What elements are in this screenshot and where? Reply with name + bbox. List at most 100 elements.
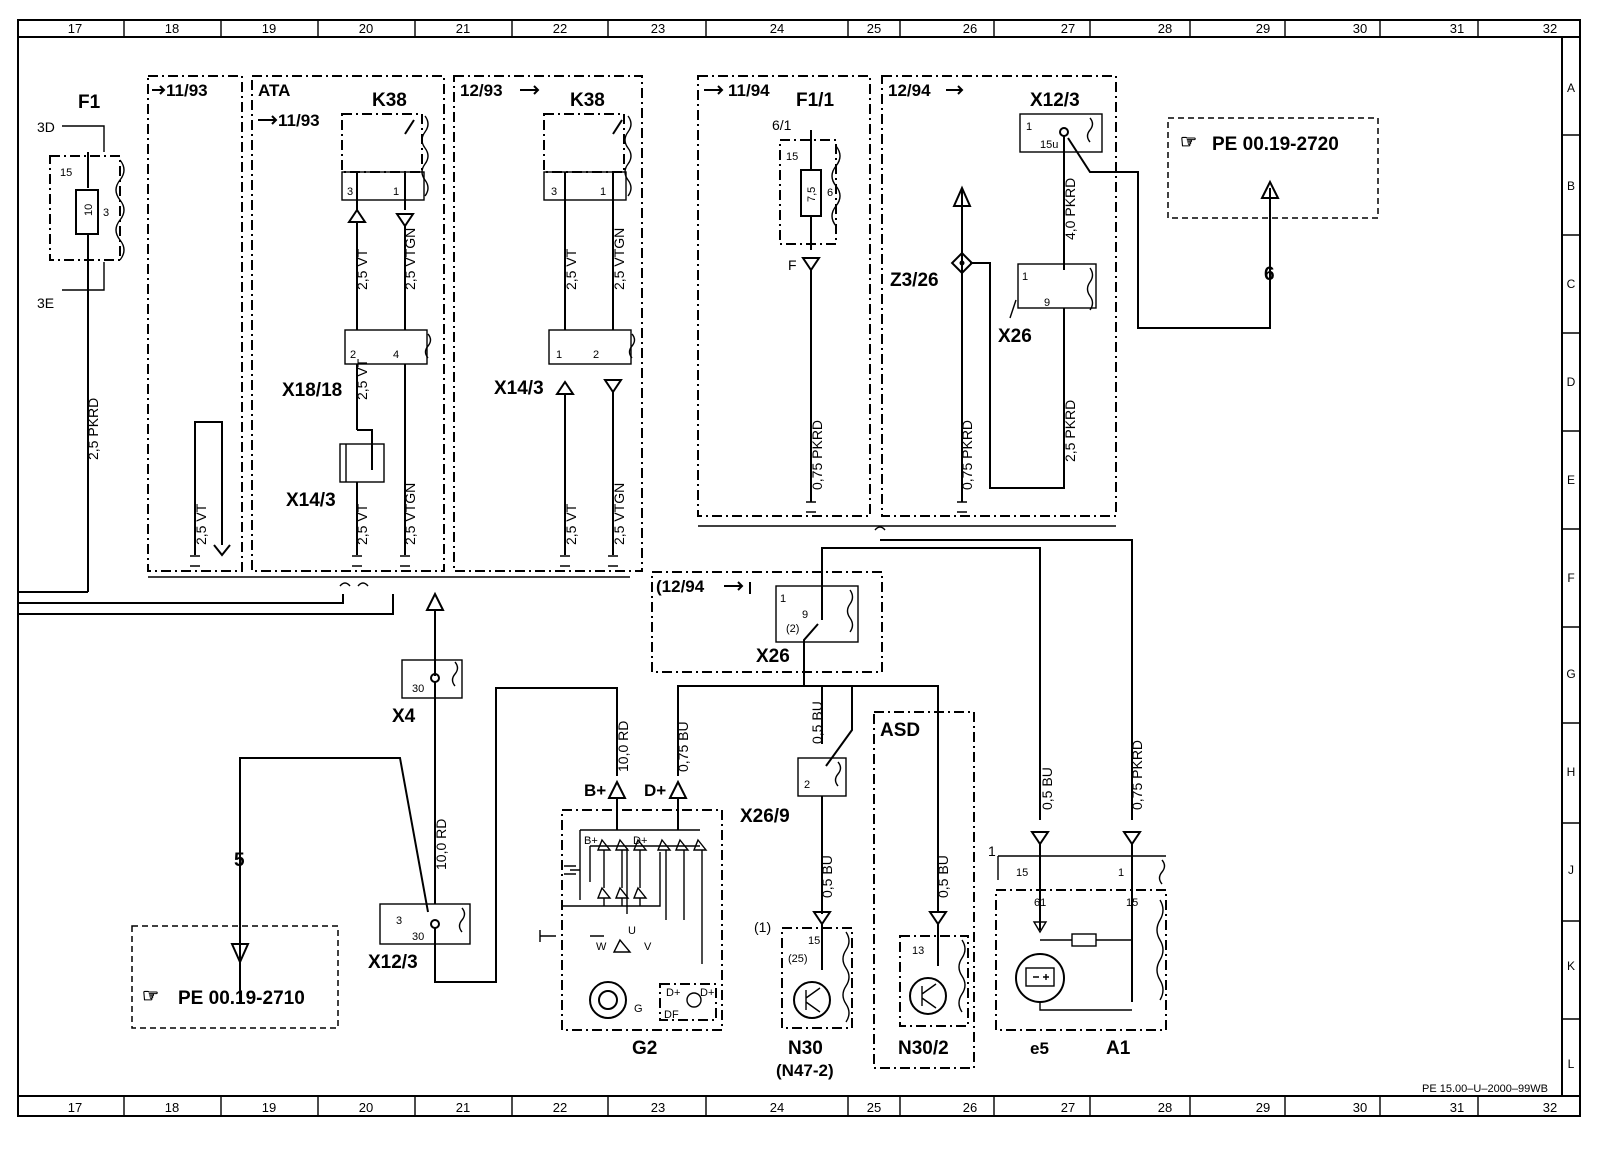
k38a-pin-3: 3 bbox=[347, 186, 353, 198]
wire-w12: 0,75 PKRD bbox=[959, 420, 975, 490]
row-c: C bbox=[1567, 277, 1576, 291]
col-27-bottom: 27 bbox=[1061, 1100, 1075, 1115]
a1-pin-15a: 15 bbox=[1016, 867, 1028, 879]
hand-icon-2: ☞ bbox=[142, 986, 159, 1007]
x12-3-b-pin-30: 30 bbox=[412, 931, 424, 943]
n30-2-pin-13: 13 bbox=[912, 945, 924, 957]
column-labels-bottom: 17 18 19 20 21 22 23 24 25 26 27 28 29 3… bbox=[68, 1100, 1557, 1115]
wire-w1: 2,5 VT bbox=[193, 503, 209, 545]
x4-pin-30: 30 bbox=[412, 683, 424, 695]
x18-pin-4: 4 bbox=[393, 349, 399, 361]
bus-lines bbox=[18, 576, 630, 615]
box6-date: (12/94 bbox=[656, 577, 705, 596]
row-h: H bbox=[1567, 765, 1576, 779]
wire-w11: 0,75 PKRD bbox=[809, 420, 825, 490]
box4-date: 11/94 bbox=[728, 81, 770, 100]
col-23-bottom: 23 bbox=[651, 1100, 665, 1115]
wire-f1-label: 2,5 PKRD bbox=[85, 398, 101, 460]
n30-2-label: N30/2 bbox=[898, 1038, 949, 1059]
n30-pin-15: 15 bbox=[808, 935, 820, 947]
col-18: 18 bbox=[165, 21, 179, 36]
col-32: 32 bbox=[1543, 21, 1557, 36]
g2-d1: D+ bbox=[666, 987, 680, 999]
row-j: J bbox=[1568, 863, 1574, 877]
k38-b-label: K38 bbox=[570, 90, 605, 111]
row-labels: A B C D E F G H J K L bbox=[1566, 81, 1575, 1071]
wire-w22: 0,75 PKRD bbox=[1129, 740, 1145, 810]
box-12-94-x26: (12/94 1 9 (2) X26 bbox=[651, 547, 1041, 912]
x26-9-label: X26/9 bbox=[740, 806, 790, 827]
box2-date: 11/93 bbox=[278, 111, 320, 130]
box-12-94: 12/94 X12/3 1 15u 4,0 PKRD Z3/26 0,75 PK… bbox=[881, 75, 1280, 517]
x12-3-top-label: X12/3 bbox=[1030, 90, 1080, 111]
g2-d2: D+ bbox=[700, 987, 714, 999]
ref-5: 5 bbox=[234, 850, 245, 871]
box-11-94: 11/94 F1/1 6/1 15 7,5 6 F 0,75 PKRD bbox=[697, 75, 871, 517]
x4-connector: 30 X4 10,0 RD 5 bbox=[230, 591, 463, 1004]
wire-to-a1 bbox=[880, 539, 1133, 820]
g2-df: DF bbox=[664, 1009, 679, 1021]
x4-label: X4 bbox=[392, 706, 416, 727]
col-20: 20 bbox=[359, 21, 373, 36]
col-22-bottom: 22 bbox=[553, 1100, 567, 1115]
ref-2720-text: PE 00.19-2720 bbox=[1212, 134, 1339, 155]
wire-w14: 2,5 PKRD bbox=[1062, 400, 1078, 462]
col-30-bottom: 30 bbox=[1353, 1100, 1367, 1115]
f1-3e-label: 3E bbox=[37, 295, 54, 311]
row-e: E bbox=[1567, 473, 1575, 487]
col-21-bottom: 21 bbox=[456, 1100, 470, 1115]
k38b-pin-1: 1 bbox=[600, 186, 606, 198]
col-18-bottom: 18 bbox=[165, 1100, 179, 1115]
f1-pin-15: 15 bbox=[60, 167, 72, 179]
g2-w: W bbox=[596, 941, 607, 953]
g2-bplus-label: B+ bbox=[584, 781, 606, 800]
x14b-pin-2: 2 bbox=[593, 349, 599, 361]
e5-label: e5 bbox=[1030, 1039, 1049, 1058]
wire-w4: 2,5 VT bbox=[354, 358, 370, 400]
col-20-bottom: 20 bbox=[359, 1100, 373, 1115]
box3-date: 12/93 bbox=[460, 81, 503, 100]
alternator-g2: 10,0 RD 0,75 BU B+ D+ B+ D+ W U V G D+ D… bbox=[539, 685, 820, 1059]
x12-3-bottom-label: X12/3 bbox=[368, 952, 418, 973]
frame bbox=[17, 19, 1581, 1117]
x26-9-pin-2: 2 bbox=[804, 779, 810, 791]
a1-label: A1 bbox=[1106, 1038, 1131, 1059]
wire-w21: 0,5 BU bbox=[1039, 767, 1055, 810]
row-a: A bbox=[1567, 81, 1575, 95]
col-24: 24 bbox=[770, 21, 784, 36]
ref-2710-text: PE 00.19-2710 bbox=[178, 988, 305, 1009]
x26-9-connector: 0,5 BU 2 X26/9 0,5 BU bbox=[740, 686, 853, 914]
wire-w6: 2,5 VTGN bbox=[402, 483, 418, 545]
ref-box-2710[interactable]: ☞ PE 00.19-2710 bbox=[131, 925, 339, 1029]
g2-u: U bbox=[628, 925, 636, 937]
col-22: 22 bbox=[553, 21, 567, 36]
a1-pin-1-outer: 1 bbox=[988, 843, 996, 859]
n30-ref-1: (1) bbox=[754, 919, 771, 935]
row-b: B bbox=[1567, 179, 1575, 193]
x12-3-bottom: 3 30 X12/3 bbox=[368, 687, 618, 983]
wire-w7: 2,5 VT bbox=[563, 248, 579, 290]
f1-1-value: 7,5 bbox=[806, 187, 818, 202]
f1-1-f-label: F bbox=[788, 257, 797, 273]
wire-w19: 0,5 BU bbox=[819, 855, 835, 898]
row-k: K bbox=[1567, 959, 1575, 973]
ref-box-2720[interactable]: ☞ PE 00.19-2720 6 bbox=[1167, 117, 1379, 285]
f1-1-pin-15: 15 bbox=[786, 151, 798, 163]
f1-label: F1 bbox=[78, 92, 101, 113]
row-d: D bbox=[1567, 375, 1576, 389]
col-31: 31 bbox=[1450, 21, 1464, 36]
g2-label: G2 bbox=[632, 1038, 657, 1059]
wire-w13: 4,0 PKRD bbox=[1062, 178, 1078, 240]
f1-1-label: F1/1 bbox=[796, 90, 834, 111]
col-26: 26 bbox=[963, 21, 977, 36]
a1-pin-1b: 1 bbox=[1118, 867, 1124, 879]
col-19: 19 bbox=[262, 21, 276, 36]
col-32-bottom: 32 bbox=[1543, 1100, 1557, 1115]
a1-pin-61: 61 bbox=[1034, 897, 1046, 909]
wire-w8: 2,5 VTGN bbox=[611, 228, 627, 290]
x26-b-pin-1: 1 bbox=[780, 593, 786, 605]
x26-a-label: X26 bbox=[998, 326, 1032, 347]
a1-pin-15b: 15 bbox=[1126, 897, 1138, 909]
k38-a-label: K38 bbox=[372, 90, 407, 111]
